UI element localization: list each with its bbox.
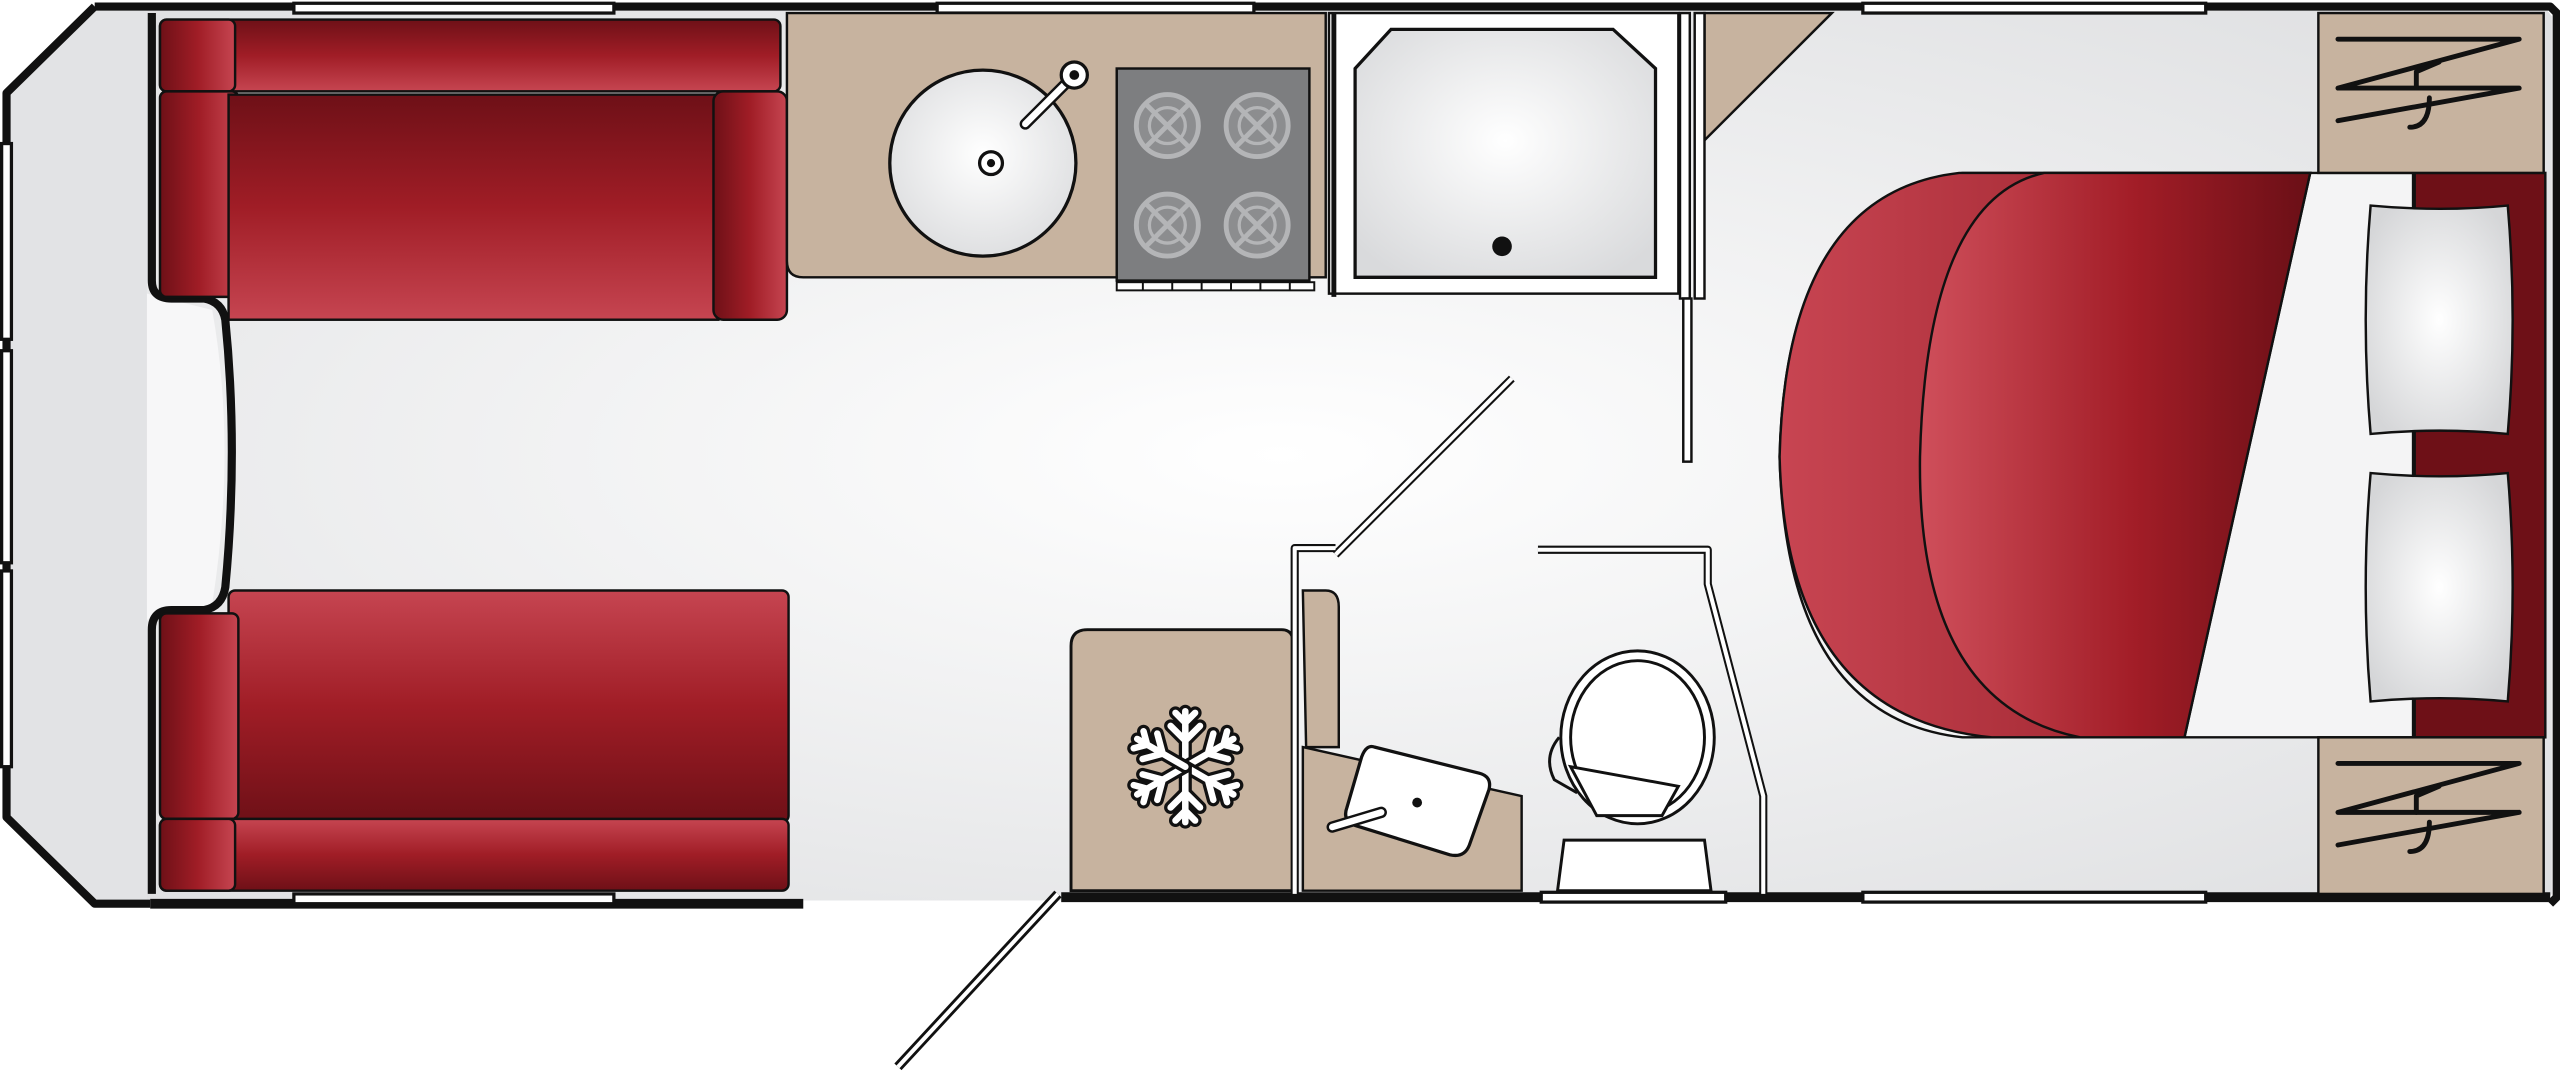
burner-icon: [1223, 191, 1291, 259]
pillow-bottom: [2364, 471, 2514, 703]
washroom: [1290, 375, 1768, 894]
tap-icon: [1019, 60, 1089, 130]
front-lounge-sofa-left: [158, 18, 789, 321]
fridge: [1069, 628, 1295, 893]
front-lounge-sofa-right: [158, 589, 790, 892]
washroom-cabinet: [1678, 11, 1835, 463]
burner-icon: [1223, 92, 1291, 160]
sink: [888, 60, 1089, 258]
hob: [1115, 67, 1316, 292]
wardrobe-right: [2317, 736, 2545, 896]
hob-controls: [1115, 281, 1316, 292]
hanger-icon: [2335, 760, 2522, 854]
rear-double-bed: [1778, 171, 2547, 739]
toilet: [1548, 649, 1716, 893]
outer-walls: [2, 2, 2560, 909]
wardrobe-left: [2317, 11, 2545, 175]
burners: [1133, 92, 1291, 259]
windows: [0, 1, 2208, 906]
basin: [1326, 744, 1492, 858]
shower: [1327, 11, 1680, 297]
snowflake-icon: [1127, 704, 1244, 829]
shower-drain-icon: [1492, 236, 1512, 257]
entrance-door: [894, 890, 1062, 1071]
burner-icon: [1133, 92, 1201, 160]
washroom-vanity: [1301, 589, 1523, 892]
pillow-top: [2364, 204, 2514, 436]
hanger-icon: [2335, 36, 2522, 130]
burner-icon: [1133, 191, 1201, 259]
